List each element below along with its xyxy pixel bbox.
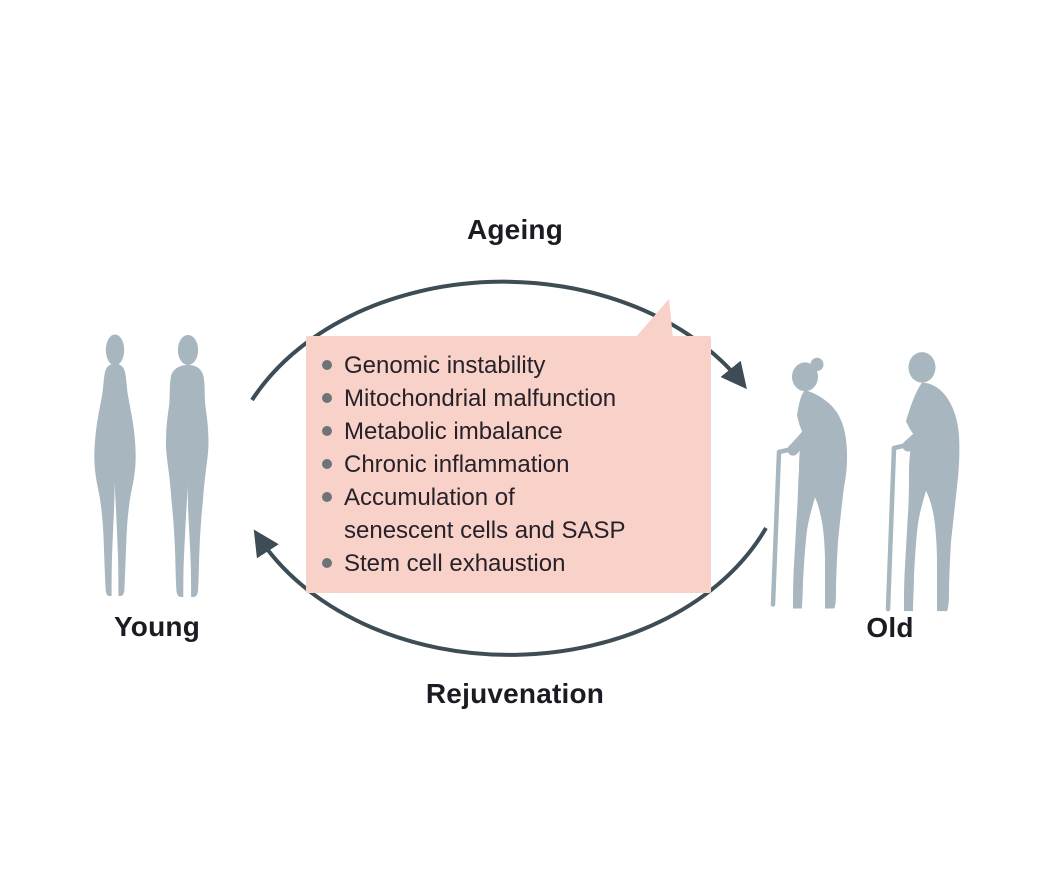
old-label: Old: [866, 612, 914, 643]
hallmarks-list: Genomic instability Mitochondrial malfun…: [319, 349, 699, 580]
hallmark-text: Mitochondrial malfunction: [344, 385, 617, 412]
list-item: Stem cell exhaustion: [319, 547, 699, 580]
list-item: Mitochondrial malfunction: [319, 382, 699, 415]
hallmark-text: Accumulation of senescent cells and SASP: [344, 484, 626, 544]
young-man-silhouette: [165, 335, 209, 597]
bullet-icon: [322, 426, 332, 436]
bullet-icon: [322, 459, 332, 469]
walking-cane-icon: [885, 441, 915, 612]
hallmark-text: Chronic inflammation: [344, 451, 570, 478]
young-woman-silhouette: [94, 334, 136, 596]
list-item: Chronic inflammation: [319, 448, 699, 481]
rejuvenation-arrow-icon: [253, 526, 768, 657]
bullet-icon: [322, 492, 332, 502]
old-woman-silhouette: [770, 357, 848, 609]
ageing-arrow-icon: [250, 279, 747, 402]
bullet-icon: [322, 558, 332, 568]
rejuvenation-label: Rejuvenation: [425, 678, 605, 709]
hallmark-text: Genomic instability: [344, 352, 546, 379]
bullet-icon: [322, 393, 332, 403]
hallmark-text: Metabolic imbalance: [344, 418, 563, 445]
hallmark-text: Stem cell exhaustion: [344, 550, 566, 577]
bullet-icon: [322, 360, 332, 370]
list-item: Genomic instability: [319, 349, 699, 382]
list-item: Accumulation of senescent cells and SASP: [319, 481, 699, 547]
ageing-label: Ageing: [466, 214, 564, 245]
young-label: Young: [113, 611, 201, 642]
hallmarks-bubble: Genomic instability Mitochondrial malfun…: [306, 336, 711, 593]
old-man-silhouette: [885, 352, 960, 612]
bubble-tail: [635, 299, 673, 338]
walking-cane-icon: [770, 445, 800, 607]
list-item: Metabolic imbalance: [319, 415, 699, 448]
